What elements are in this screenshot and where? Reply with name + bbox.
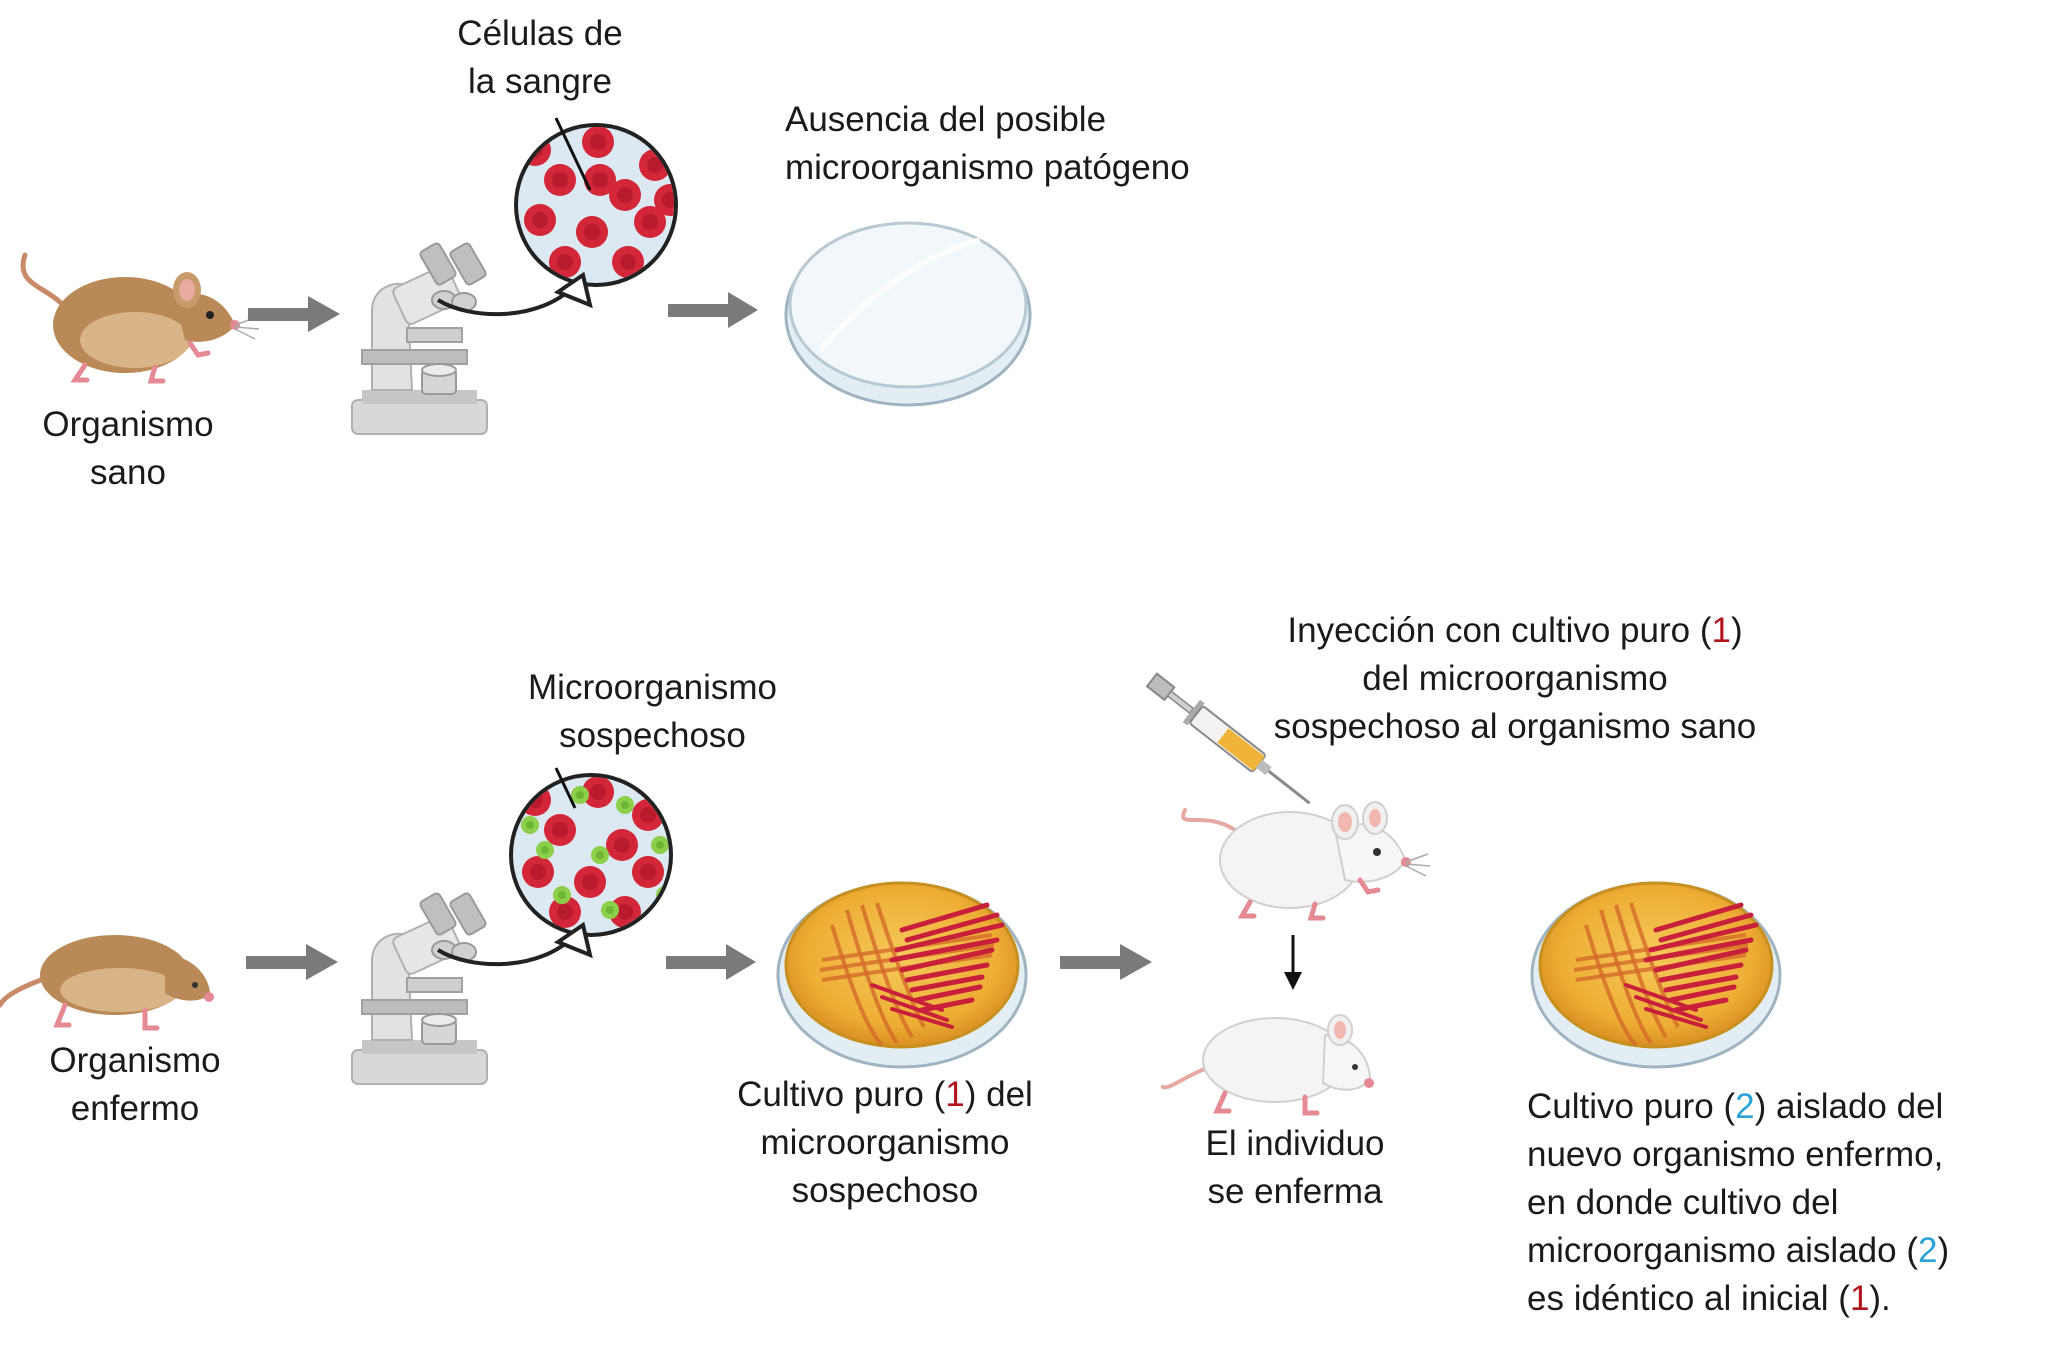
- top-organism-label: Organismo sano: [42, 405, 214, 492]
- top-absence-label: Ausencia del posible microorganismo pató…: [785, 100, 1190, 187]
- down-arrow-icon: [1284, 935, 1302, 990]
- curved-arrow-icon: [436, 283, 577, 317]
- sick-white-mouse-icon: [1161, 1014, 1374, 1116]
- microbe-label: Microorganismo sospechoso: [528, 668, 777, 755]
- empty-petri-dish-icon: [784, 221, 1032, 407]
- arrow-icon: [1060, 944, 1152, 980]
- injected-mouse-icon: [1183, 802, 1430, 918]
- culture1-label: Cultivo puro (1) del microorganismo sosp…: [737, 1075, 1033, 1210]
- injection-label: Inyección con cultivo puro (1) del micro…: [1273, 611, 1757, 746]
- culture-petri-dish-icon: [1530, 881, 1782, 1069]
- arrow-icon: [666, 944, 756, 980]
- top-cells-label: Células de la sangre: [457, 14, 623, 101]
- culture-petri-dish-icon: [776, 881, 1028, 1069]
- syringe-icon: [1145, 672, 1311, 805]
- healthy-mouse-icon: [23, 255, 259, 381]
- microscope-icon: [351, 891, 489, 1085]
- culture2-label: Cultivo puro (2) aislado del nuevo organ…: [1527, 1087, 1950, 1318]
- arrow-icon: [668, 292, 758, 328]
- arrow-icon: [248, 296, 340, 332]
- sick-label: El individuo se enferma: [1205, 1124, 1385, 1211]
- curved-arrow-icon: [436, 933, 577, 967]
- sick-mouse-icon: [0, 935, 214, 1031]
- microscope-icon: [351, 241, 489, 435]
- blood-sample-icon: [514, 117, 678, 287]
- bottom-organism-label: Organismo enfermo: [49, 1041, 221, 1128]
- arrow-icon: [246, 944, 338, 980]
- infected-blood-sample-icon: [509, 767, 673, 937]
